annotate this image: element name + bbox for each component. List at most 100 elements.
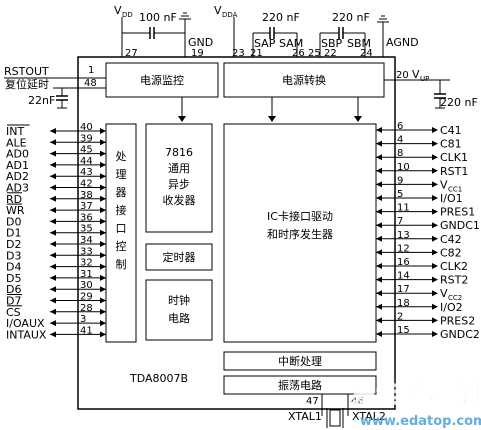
right-pin-number: 2 bbox=[397, 311, 403, 322]
right-pin-number: 14 bbox=[397, 271, 410, 282]
pin-26: 26 bbox=[292, 48, 305, 59]
cap-100nf: 100 nF bbox=[139, 11, 177, 24]
xtal-section: 47 46 XTAL1 XTAL2 bbox=[288, 394, 386, 428]
timer-block bbox=[145, 243, 213, 271]
svg-text:IC卡接口驱动: IC卡接口驱动 bbox=[267, 210, 333, 223]
left-pin-number: 33 bbox=[80, 246, 93, 257]
pin-22: 22 bbox=[324, 48, 337, 59]
power-monitor-label: 电源监控 bbox=[140, 73, 184, 87]
processor-if-label: 处 理 器 接 口 控 制 bbox=[116, 150, 127, 271]
right-pin-label: C82 bbox=[440, 246, 462, 259]
right-pin-label: PRES1 bbox=[440, 206, 475, 219]
right-pin-label: I/O1 bbox=[440, 192, 463, 205]
svg-text:器: 器 bbox=[116, 186, 127, 199]
right-pin-label: CLK2 bbox=[440, 260, 468, 273]
vup-section: V UP 20 220 nF bbox=[384, 68, 478, 109]
left-pin-label: CS bbox=[6, 306, 21, 319]
left-pin-label: WR bbox=[6, 204, 25, 217]
oscillator-block bbox=[223, 375, 377, 395]
uart-block bbox=[145, 123, 213, 233]
right-pin-sub: CC1 bbox=[448, 185, 462, 193]
watermark-url: www.edatop.com bbox=[360, 414, 481, 429]
right-pin-number: 5 bbox=[397, 189, 403, 200]
chip-name: TDA8007B bbox=[129, 372, 188, 385]
cap-220nf-a: 220 nF bbox=[262, 11, 300, 24]
left-pin-number: 32 bbox=[80, 258, 93, 269]
left-pin-number: 36 bbox=[80, 212, 93, 223]
left-pin-label: D7 bbox=[6, 295, 21, 308]
svg-text:收发器: 收发器 bbox=[163, 193, 196, 207]
right-pin-label: V bbox=[440, 178, 448, 191]
left-pin-label: D0 bbox=[6, 215, 21, 228]
svg-text:电路: 电路 bbox=[168, 312, 190, 325]
clock-block bbox=[145, 279, 213, 341]
right-pin-label: C81 bbox=[440, 138, 462, 151]
top-supply: V DD 100 nF GND V DDA 220 nF SAP SAM 220… bbox=[114, 4, 419, 59]
right-pin-number: 7 bbox=[397, 216, 403, 227]
left-pin-number: 45 bbox=[80, 145, 93, 156]
left-pin-label: D1 bbox=[6, 227, 21, 240]
left-pin-number: 29 bbox=[80, 292, 93, 303]
xtal2-label: XTAL2 bbox=[352, 410, 386, 423]
right-pin-number: 12 bbox=[397, 243, 410, 254]
reset-delay-label: 复位延时 bbox=[5, 77, 49, 91]
left-pin: D0 36 bbox=[6, 212, 106, 228]
right-pin: 16 CLK2 bbox=[376, 257, 468, 273]
pin-46: 46 bbox=[351, 396, 364, 407]
svg-text:控: 控 bbox=[116, 239, 127, 253]
left-pin-number: 3 bbox=[80, 314, 86, 325]
svg-text:处: 处 bbox=[116, 150, 127, 163]
pin-23: 23 bbox=[232, 48, 245, 59]
svg-text:理: 理 bbox=[116, 168, 127, 181]
right-pin-label: RST1 bbox=[440, 165, 468, 178]
left-pin-label: D3 bbox=[6, 249, 21, 262]
right-pin-label: CLK1 bbox=[440, 151, 468, 164]
left-pin-label: INT bbox=[6, 125, 24, 138]
rstout-section: RSTOUT 复位延时 1 48 22nF bbox=[4, 65, 106, 109]
left-pin: D1 35 bbox=[6, 224, 106, 240]
svg-text:异步: 异步 bbox=[168, 178, 190, 191]
left-pin-number: 35 bbox=[80, 224, 93, 235]
right-pin-number: 17 bbox=[397, 284, 410, 295]
card-driver-block bbox=[223, 123, 377, 343]
right-pin-sub: CC2 bbox=[448, 294, 462, 302]
svg-text:和时序发生器: 和时序发生器 bbox=[267, 227, 333, 241]
svg-text:口: 口 bbox=[116, 222, 127, 235]
svg-text:制: 制 bbox=[116, 258, 127, 271]
left-pin-label: D2 bbox=[6, 238, 21, 251]
left-pin-label: AD3 bbox=[6, 182, 29, 195]
left-pin-number: 31 bbox=[80, 269, 93, 280]
cap-22nf: 22nF bbox=[28, 94, 55, 107]
left-pin: AD3 42 bbox=[6, 179, 106, 195]
sbp-label: SBP bbox=[321, 37, 343, 50]
gnd-label: GND bbox=[188, 36, 213, 49]
pin-24: 24 bbox=[360, 48, 373, 59]
cap-220nf-b: 220 nF bbox=[332, 11, 370, 24]
svg-text:接: 接 bbox=[116, 204, 127, 217]
right-pin-label: V bbox=[440, 287, 448, 300]
left-pin-number: 42 bbox=[80, 179, 93, 190]
right-pin: 5 I/O1 bbox=[376, 189, 463, 205]
interrupt-block bbox=[223, 351, 377, 371]
power-monitor-block bbox=[105, 62, 219, 98]
right-pin-number: 13 bbox=[397, 230, 410, 241]
cap-220nf-vup: 220 nF bbox=[440, 96, 478, 109]
left-pin-label: AD2 bbox=[6, 170, 29, 183]
right-pin-number: 16 bbox=[397, 257, 410, 268]
pin-27: 27 bbox=[125, 48, 138, 59]
